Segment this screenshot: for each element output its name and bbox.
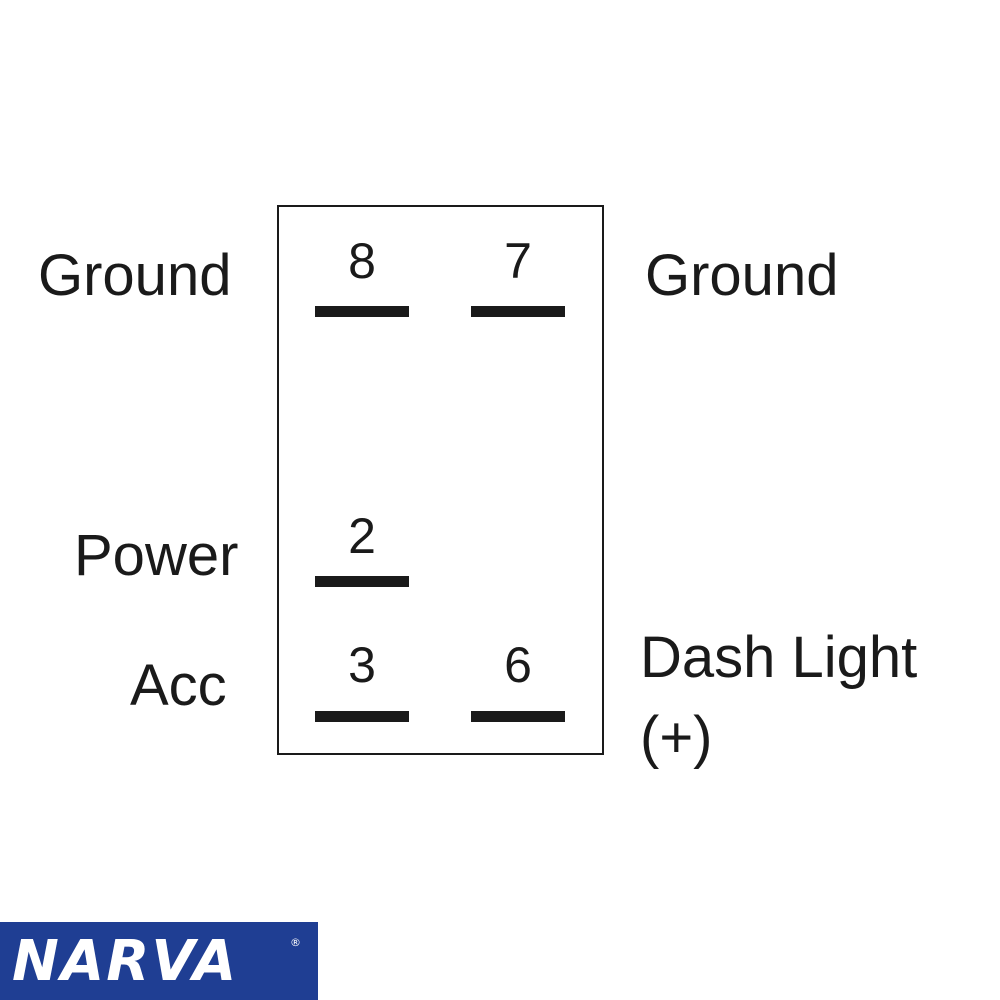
pin-2-label: Power	[74, 523, 239, 588]
pin-3-label: Acc	[130, 653, 227, 718]
narva-logo: NARVA ®	[0, 922, 318, 1000]
pin-6-terminal	[471, 711, 565, 722]
narva-logo-text: NARVA	[12, 929, 239, 994]
pin-7-number: 7	[504, 233, 532, 289]
pin-8-label: Ground	[38, 243, 232, 308]
pin-6-label-line1: Dash Light	[640, 625, 918, 690]
registered-mark: ®	[290, 936, 301, 949]
pin-6-number: 6	[504, 637, 532, 693]
pin-7-terminal	[471, 306, 565, 317]
pin-8-terminal	[315, 306, 409, 317]
pin-3-terminal	[315, 711, 409, 722]
switch-body-outline	[277, 205, 604, 755]
pin-7-label: Ground	[645, 243, 839, 308]
pin-3-number: 3	[348, 637, 376, 693]
pin-8-number: 8	[348, 233, 376, 289]
pin-2-terminal	[315, 576, 409, 587]
pin-2-number: 2	[348, 508, 376, 564]
pin-6-label-line2: (+)	[640, 705, 713, 770]
